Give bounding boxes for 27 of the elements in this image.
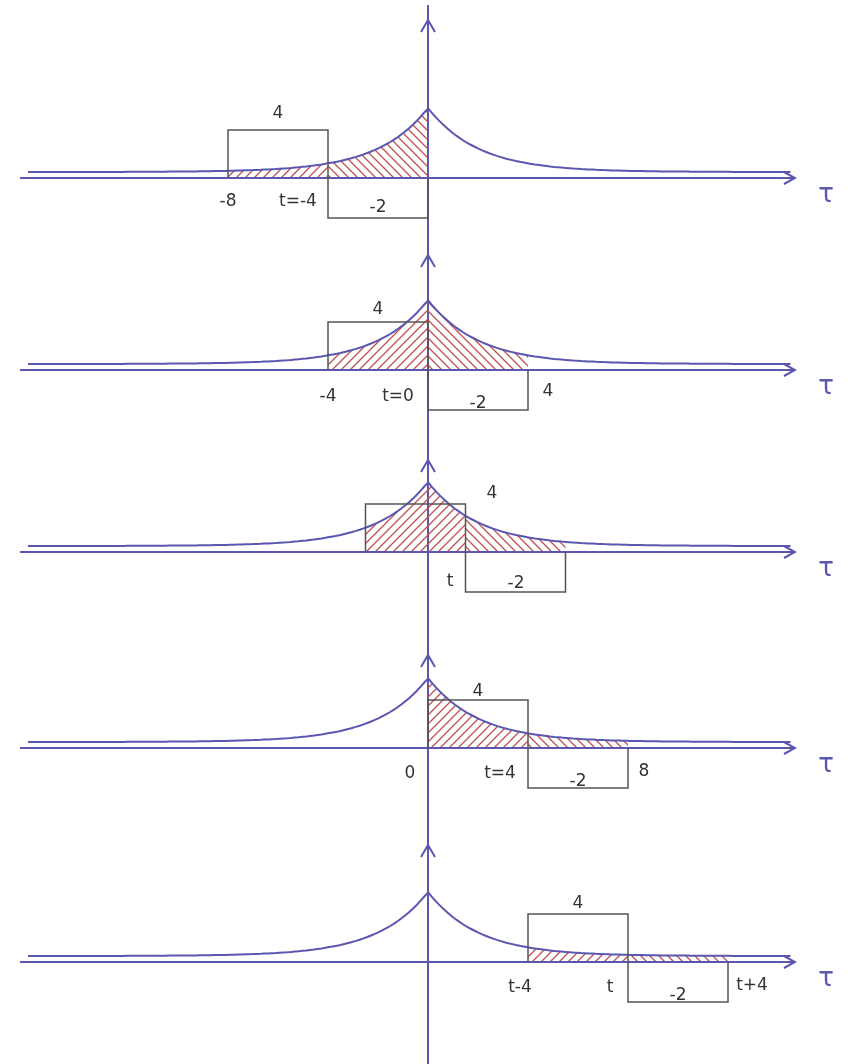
box-height-label: 4 (272, 103, 284, 121)
tick-label: t=-4 (279, 191, 317, 209)
box-height-label: 4 (572, 893, 584, 911)
tick-label: t=0 (382, 386, 414, 404)
box-height-label: -2 (507, 573, 525, 591)
tick-label: 0 (404, 763, 416, 781)
axis-label: τ (818, 750, 834, 776)
box-height-label: 4 (486, 483, 498, 501)
box-height-label: -2 (569, 771, 587, 789)
box-height-label: -2 (669, 985, 687, 1003)
tick-label: t+4 (736, 975, 768, 993)
box-height-label: -2 (469, 393, 487, 411)
tick-label: 8 (638, 761, 650, 779)
box-height-label: -2 (369, 197, 387, 215)
tick-label: 4 (542, 381, 554, 399)
box-height-label: 4 (372, 299, 384, 317)
tick-label: t=4 (484, 763, 516, 781)
axis-label: τ (818, 180, 834, 206)
box-height-label: 4 (472, 681, 484, 699)
axis-label: τ (818, 372, 834, 398)
tick-label: t (606, 977, 614, 995)
tick-label: t (446, 571, 454, 589)
tick-label: -8 (219, 191, 237, 209)
tick-label: -4 (319, 386, 337, 404)
axis-label: τ (818, 554, 834, 580)
tick-label: t-4 (508, 977, 532, 995)
axis-label: τ (818, 964, 834, 990)
